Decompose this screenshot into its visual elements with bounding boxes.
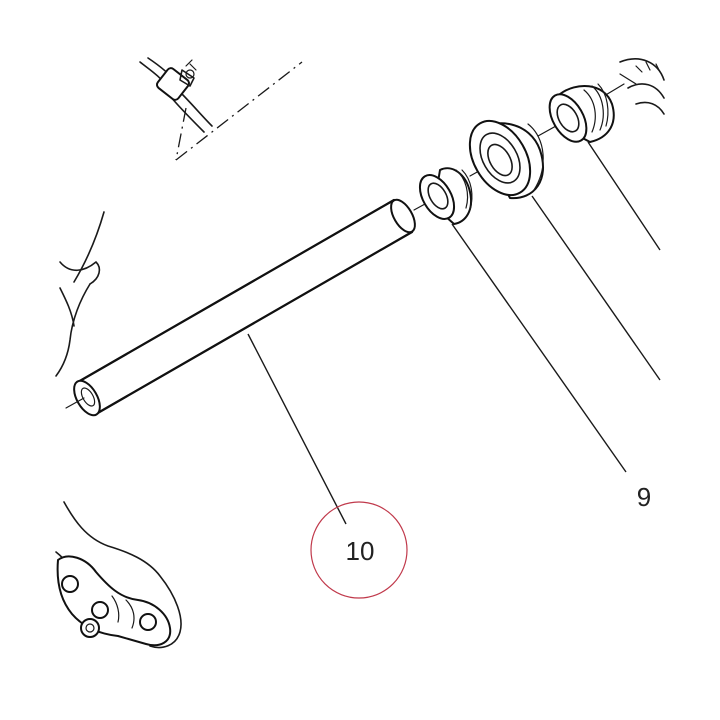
large-bearing (468, 119, 545, 200)
callout-label-10: 10 (346, 536, 375, 566)
hose-clamp-fragment (139, 57, 213, 133)
grooved-bushing (548, 83, 615, 143)
hub-fragment (619, 58, 665, 115)
alignment-lines-top (175, 61, 303, 161)
leader-lines (247, 141, 661, 525)
callout-highlight-circle (310, 501, 408, 599)
bracket-fragment-lower (55, 501, 182, 649)
frame-fragment-upper (55, 211, 105, 377)
callout-label-9: 9 (637, 482, 651, 512)
flanged-bushing (418, 167, 473, 225)
tube-part-10 (65, 198, 416, 417)
